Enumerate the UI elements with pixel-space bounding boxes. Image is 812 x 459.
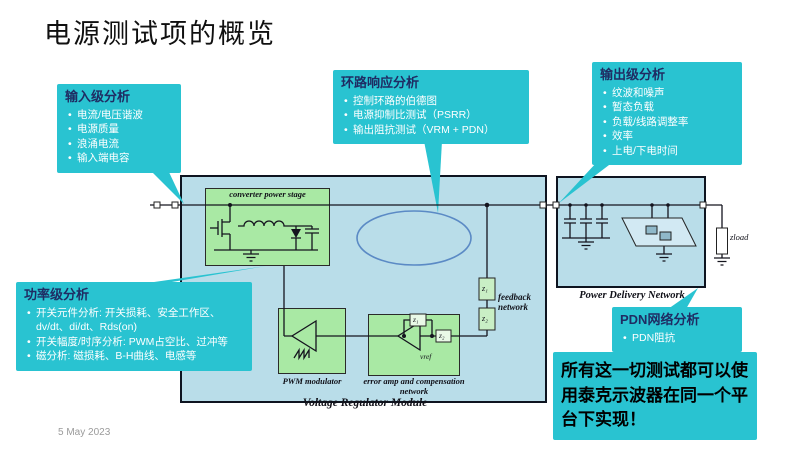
bullet-item: 上电/下电时间: [600, 144, 734, 159]
bullet-item: 电源抑制比测试（PSRR）: [341, 108, 521, 123]
callout-pdn-analysis: PDN网络分析 PDN阻抗: [612, 307, 742, 353]
pwm-modulator-box: [278, 308, 346, 374]
bullet-item: 输出阻抗测试（VRM + PDN）: [341, 123, 521, 138]
bullet-item: 暂态负载: [600, 100, 734, 115]
error-amp-label: error amp and compensation network: [363, 376, 465, 396]
bullet-item: 控制环路的伯德图: [341, 94, 521, 109]
pdn-label: Power Delivery Network: [579, 290, 685, 301]
pwm-modulator-label: PWM modulator: [282, 376, 342, 386]
feedback-network-label: feedback network: [498, 292, 531, 313]
vrm-label: Voltage Regulator Module: [302, 397, 428, 409]
bullet-item: 输入端电容: [65, 151, 173, 166]
callout-input-title: 输入级分析: [65, 89, 131, 104]
callout-loop-title: 环路响应分析: [341, 75, 420, 90]
erroramp-z2-label: z₂: [439, 331, 445, 340]
bullet-item: 电流/电压谐波: [65, 108, 173, 123]
slide-date: 5 May 2023: [58, 427, 111, 438]
bullet-item: PDN阻抗: [620, 331, 734, 346]
callout-power-stage: 功率级分析 开关元件分析: 开关损耗、安全工作区、dv/dt、di/dt、Rds…: [16, 282, 252, 371]
callout-pdn-list: PDN阻抗: [620, 331, 734, 346]
feedback-z1-label: z₁: [482, 284, 488, 293]
bullet-item: 开关幅度/时序分析: PWM占空比、过冲等: [24, 335, 244, 350]
bullet-item: 浪涌电流: [65, 137, 173, 152]
bullet-item: 效率: [600, 129, 734, 144]
slide-title: 电源测试项的概览: [44, 19, 276, 49]
summary-statement: 所有这一切测试都可以使用泰克示波器在同一个平台下实现！: [553, 352, 757, 440]
load-resistor: [716, 227, 728, 255]
callout-input-stage: 输入级分析 电流/电压谐波 电源质量 浪涌电流 输入端电容: [57, 84, 181, 173]
callout-output-list: 纹波和噪声 暂态负载 负载/线路调整率 效率 上电/下电时间: [600, 86, 734, 159]
input-callout-connector: [150, 170, 184, 204]
bullet-item: 磁分析: 磁损耗、B-H曲线、电感等: [24, 349, 244, 364]
callout-loop-list: 控制环路的伯德图 电源抑制比测试（PSRR） 输出阻抗测试（VRM + PDN）: [341, 94, 521, 138]
bullet-item: 纹波和噪声: [600, 86, 734, 101]
terminal-square: [153, 201, 161, 209]
bullet-item: 负载/线路调整率: [600, 115, 734, 130]
erroramp-z1-label: z₁: [413, 315, 419, 324]
callout-pdn-title: PDN网络分析: [620, 312, 700, 327]
zload-label: zload: [730, 232, 749, 242]
vref-label: vref: [420, 352, 432, 361]
callout-output-title: 输出级分析: [600, 67, 666, 82]
callout-output-stage: 输出级分析 纹波和噪声 暂态负载 负载/线路调整率 效率 上电/下电时间: [592, 62, 742, 166]
converter-stage-label: converter power stage: [229, 189, 306, 199]
callout-loop-response: 环路响应分析 控制环路的伯德图 电源抑制比测试（PSRR） 输出阻抗测试（VRM…: [333, 70, 529, 145]
bullet-item: 电源质量: [65, 122, 173, 137]
bullet-item: 开关元件分析: 开关损耗、安全工作区、dv/dt、di/dt、Rds(on): [24, 306, 244, 335]
feedback-z2-label: z₂: [482, 314, 488, 323]
callout-power-list: 开关元件分析: 开关损耗、安全工作区、dv/dt、di/dt、Rds(on) 开…: [24, 306, 244, 364]
pdn-panel: [556, 176, 706, 288]
callout-input-list: 电流/电压谐波 电源质量 浪涌电流 输入端电容: [65, 108, 173, 166]
callout-power-title: 功率级分析: [24, 287, 90, 302]
terminal-square: [171, 201, 179, 209]
